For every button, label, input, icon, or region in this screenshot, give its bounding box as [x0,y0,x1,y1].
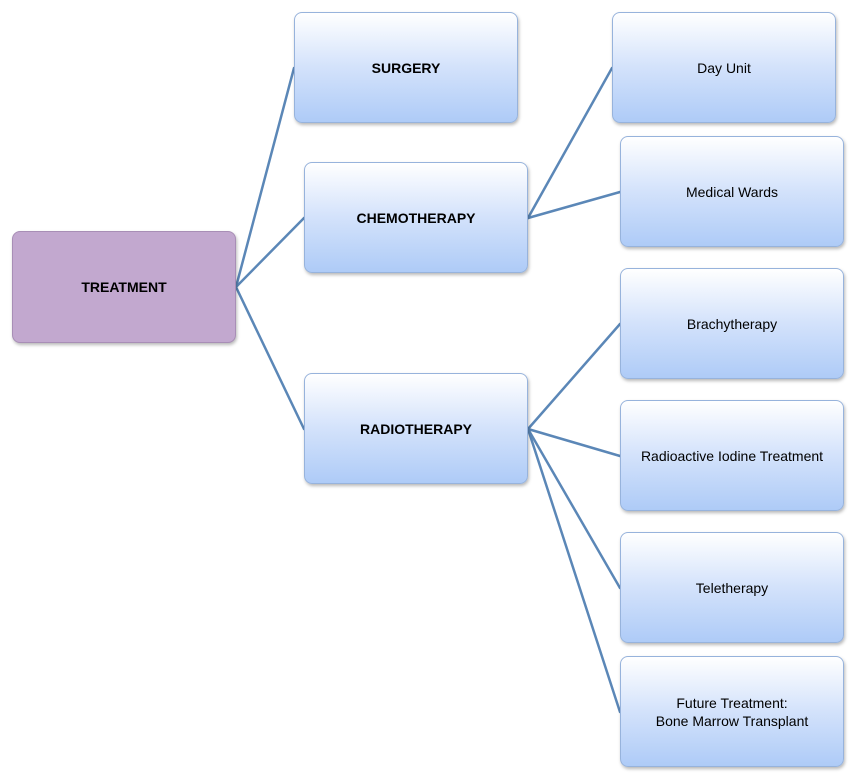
node-medical-wards-label: Medical Wards [685,183,779,200]
node-brachytherapy: Brachytherapy [620,268,844,379]
connector-treatment-radiotherapy [234,285,306,431]
node-teletherapy-label: Teletherapy [695,579,769,596]
node-treatment: TREATMENT [12,231,236,343]
node-radioactive-iodine-treatment-label: Radioactive Iodine Treatment [640,447,824,464]
node-future-treatment: Future Treatment: Bone Marrow Transplant [620,656,844,767]
connector-radiotherapy-brachytherapy [526,322,622,431]
node-chemotherapy-label: CHEMOTHERAPY [356,209,476,226]
node-surgery: SURGERY [294,12,518,123]
connector-radiotherapy-teletherapy [526,427,622,590]
connector-treatment-surgery [234,66,296,289]
connector-chemotherapy-medical-wards [526,190,622,220]
connector-radiotherapy-iodine [526,427,622,458]
node-teletherapy: Teletherapy [620,532,844,643]
node-radioactive-iodine-treatment: Radioactive Iodine Treatment [620,400,844,511]
node-radiotherapy-label: RADIOTHERAPY [359,420,472,437]
connector-chemotherapy-day-unit [526,66,614,220]
node-day-unit: Day Unit [612,12,836,123]
node-brachytherapy-label: Brachytherapy [686,315,778,332]
node-treatment-label: TREATMENT [81,279,167,295]
node-chemotherapy: CHEMOTHERAPY [304,162,528,273]
connector-treatment-chemotherapy [234,216,306,289]
node-future-treatment-label: Future Treatment: Bone Marrow Transplant [655,694,809,729]
node-surgery-label: SURGERY [371,59,441,76]
node-day-unit-label: Day Unit [697,59,751,76]
node-radiotherapy: RADIOTHERAPY [304,373,528,484]
connector-radiotherapy-future-treatment [526,427,622,714]
node-medical-wards: Medical Wards [620,136,844,247]
